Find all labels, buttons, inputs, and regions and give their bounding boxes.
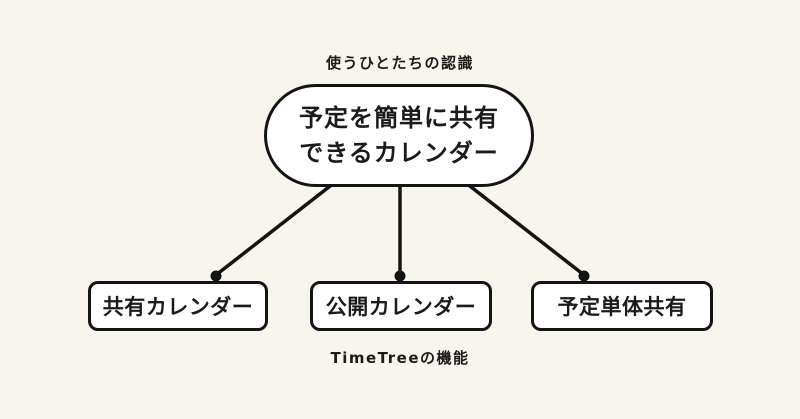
bubble-text-line1: 予定を簡単に共有 <box>299 103 499 132</box>
perception-bubble: 予定を簡単に共有 できるカレンダー <box>264 84 534 187</box>
bubble-text-line2: できるカレンダー <box>299 138 499 167</box>
feature-box-label: 共有カレンダー <box>102 295 254 319</box>
feature-box-shared-calendar: 共有カレンダー <box>88 281 268 331</box>
feature-box-public-calendar: 公開カレンダー <box>310 281 492 331</box>
top-label: 使うひとたちの認識 <box>325 54 475 72</box>
feature-box-label: 予定単体共有 <box>557 295 687 319</box>
connector-dot-left <box>210 270 222 282</box>
connector-line-left <box>214 181 336 277</box>
connector-dot-right <box>578 270 590 282</box>
connector-line-right <box>464 181 586 277</box>
feature-box-single-event-share: 予定単体共有 <box>531 281 713 331</box>
connector-dot-center <box>394 270 406 282</box>
bottom-label: TimeTreeの機能 <box>330 349 470 367</box>
feature-box-label: 公開カレンダー <box>325 295 477 319</box>
